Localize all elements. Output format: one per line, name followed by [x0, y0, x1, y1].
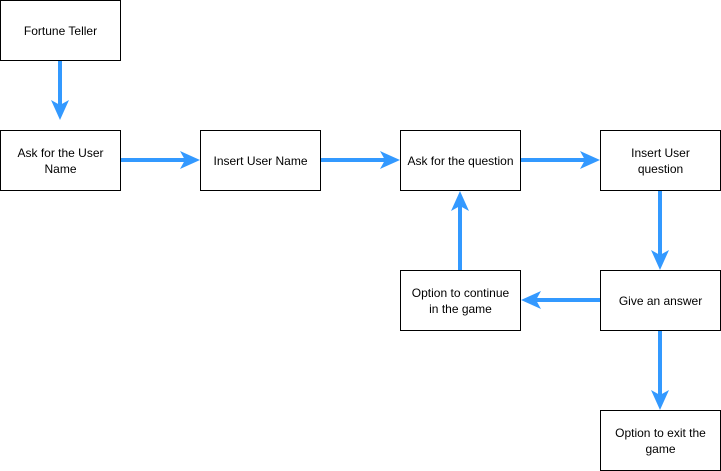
node-insert-user-name-label: Insert User Name [213, 153, 308, 168]
edge-give-answer-to-option-exit [651, 331, 669, 410]
edge-insert-user-question-to-give-answer [651, 191, 669, 270]
node-fortune-teller: Fortune Teller [0, 0, 121, 61]
edge-give-answer-to-option-continue [521, 291, 600, 309]
node-ask-user-name-label: Ask for the User Name [17, 145, 104, 176]
node-option-continue-label: Option to continue in the game [411, 285, 510, 316]
edge-fortune-teller-to-ask-user-name [51, 61, 69, 120]
node-ask-question-label: Ask for the question [407, 153, 514, 168]
node-ask-question: Ask for the question [400, 130, 521, 191]
node-option-exit-label: Option to exit the game [615, 425, 706, 456]
node-ask-user-name: Ask for the User Name [0, 130, 121, 191]
node-fortune-teller-label: Fortune Teller [23, 23, 98, 38]
edge-ask-user-name-to-insert-user-name [121, 151, 200, 169]
edge-ask-question-to-insert-user-question [521, 151, 600, 169]
node-give-answer: Give an answer [600, 270, 721, 331]
node-option-continue: Option to continue in the game [400, 270, 521, 331]
edge-insert-user-name-to-ask-question [321, 151, 400, 169]
node-give-answer-label: Give an answer [618, 293, 703, 308]
node-insert-user-name: Insert User Name [200, 130, 321, 191]
edge-option-continue-to-ask-question [451, 191, 469, 270]
node-option-exit: Option to exit the game [600, 410, 721, 471]
node-insert-user-question: Insert User question [600, 130, 721, 191]
node-insert-user-question-label: Insert User question [631, 145, 690, 176]
